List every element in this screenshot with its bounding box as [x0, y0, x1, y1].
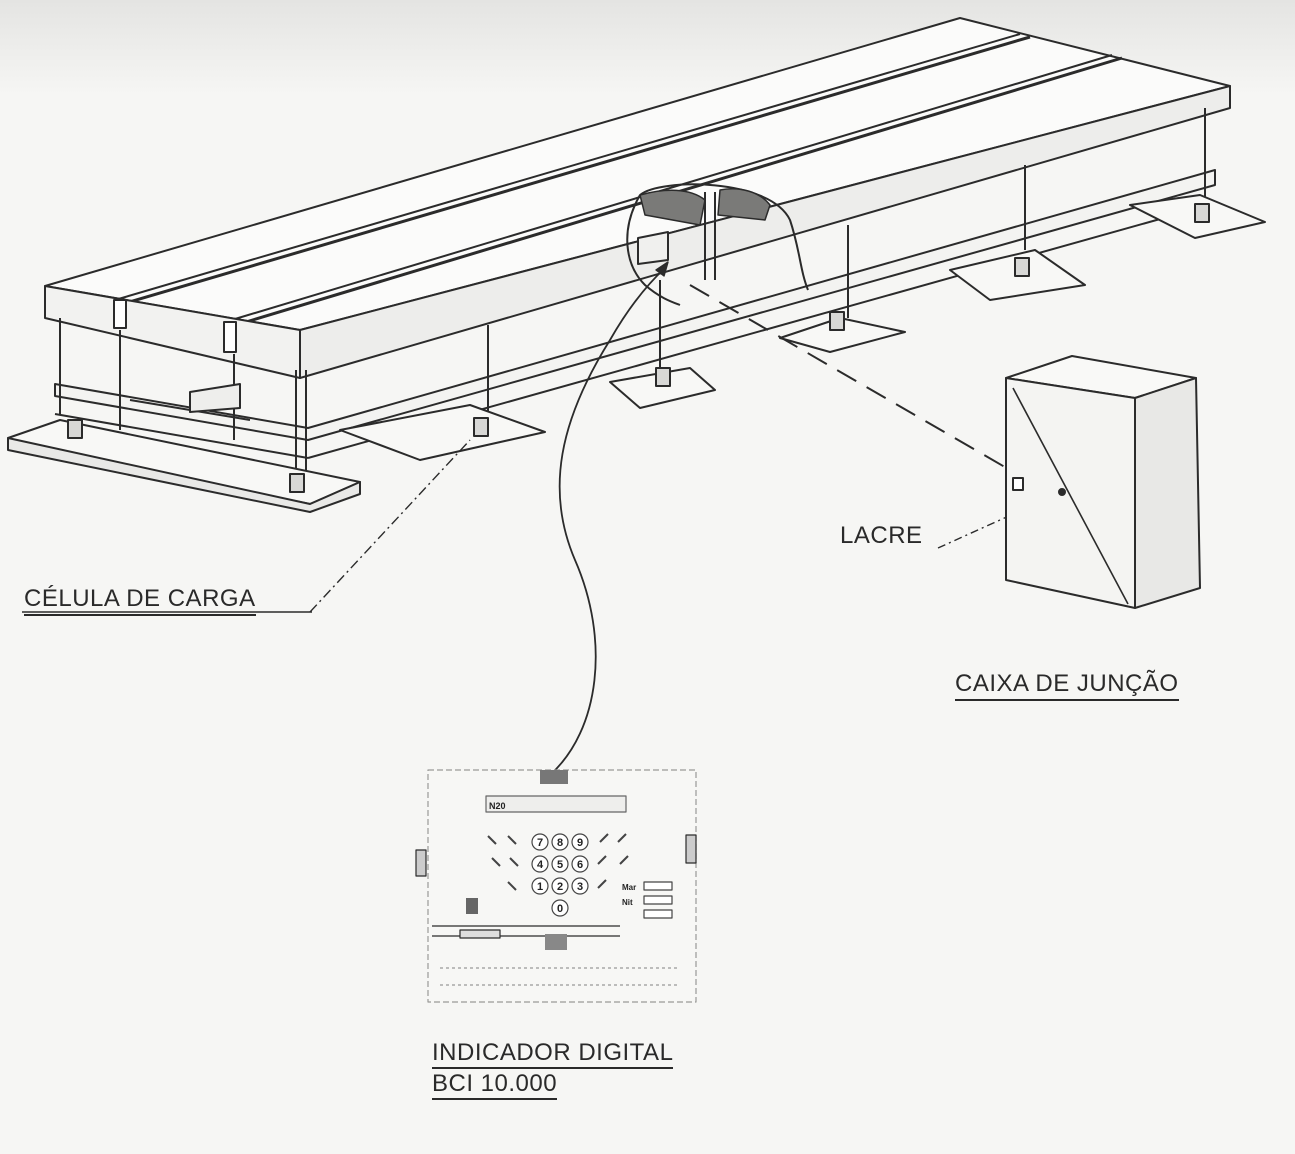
- key-9: 9: [577, 837, 583, 849]
- weighbridge-platform: [7, 17, 1266, 513]
- key-4: 4: [537, 859, 544, 871]
- lock-icon: [1012, 477, 1024, 491]
- leader-lines: [22, 261, 1063, 776]
- digital-indicator-panel: N20 7 8 9 4 5 6 1 2 3 0: [415, 769, 697, 1003]
- key-0: 0: [557, 903, 563, 915]
- key-2: 2: [557, 881, 563, 893]
- seal-point: [1058, 488, 1066, 496]
- load-cell-label: CÉLULA DE CARGA: [24, 585, 256, 616]
- key-3: 3: [577, 881, 583, 893]
- keypad: [531, 833, 589, 917]
- junction-box-label: CAIXA DE JUNÇÃO: [955, 670, 1179, 701]
- side-label-mar: Mar: [622, 883, 636, 892]
- junction-box: [1005, 355, 1201, 609]
- indicator-label-line1: INDICADOR DIGITAL: [432, 1038, 674, 1069]
- key-5: 5: [557, 859, 563, 871]
- side-label-nit: Nit: [622, 898, 633, 907]
- seal-label: LACRE: [840, 522, 923, 549]
- indicator-model-tag: N20: [489, 801, 506, 811]
- indicator-label: INDICADOR DIGITAL BCI 10.000: [432, 1038, 674, 1100]
- key-6: 6: [577, 859, 583, 871]
- indicator-label-line2: BCI 10.000: [432, 1069, 558, 1100]
- key-8: 8: [557, 837, 563, 849]
- key-1: 1: [537, 881, 543, 893]
- key-7: 7: [537, 837, 543, 849]
